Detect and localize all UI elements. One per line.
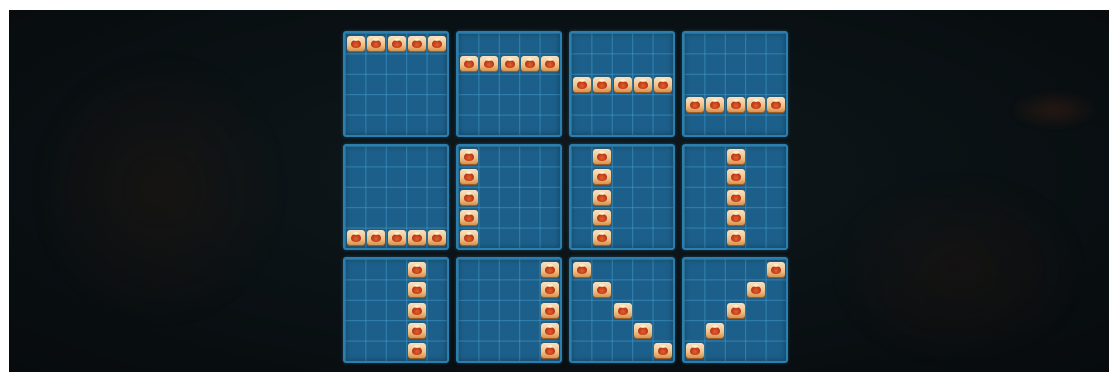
lotus-coin-icon <box>767 97 785 113</box>
payline-panel-10 <box>456 257 562 363</box>
lotus-coin-icon <box>408 343 426 359</box>
lotus-coin-icon <box>388 230 406 246</box>
lotus-coin-icon <box>686 97 704 113</box>
payline-panel-1 <box>343 31 449 137</box>
lotus-coin-icon <box>480 56 498 72</box>
lotus-coin-icon <box>727 210 745 226</box>
lotus-coin-icon <box>634 323 652 339</box>
lotus-coin-icon <box>460 149 478 165</box>
lotus-coin-icon <box>408 230 426 246</box>
lotus-coin-icon <box>428 230 446 246</box>
lotus-coin-icon <box>727 97 745 113</box>
lotus-coin-icon <box>614 77 632 93</box>
lotus-coin-icon <box>654 77 672 93</box>
background-decoration-right <box>829 170 1089 370</box>
lotus-coin-icon <box>367 230 385 246</box>
lotus-coin-icon <box>367 36 385 52</box>
lotus-coin-icon <box>541 323 559 339</box>
lotus-coin-icon <box>460 190 478 206</box>
payline-panel-11 <box>569 257 675 363</box>
game-background <box>9 10 1109 372</box>
lotus-coin-icon <box>727 190 745 206</box>
lotus-coin-icon <box>727 169 745 185</box>
payline-panel-12 <box>682 257 788 363</box>
lotus-coin-icon <box>614 303 632 319</box>
lotus-coin-icon <box>593 169 611 185</box>
lotus-coin-icon <box>460 210 478 226</box>
lotus-coin-icon <box>347 36 365 52</box>
payline-grid <box>343 31 791 367</box>
payline-panel-4 <box>682 31 788 137</box>
payline-panel-7 <box>569 144 675 250</box>
payline-panel-2 <box>456 31 562 137</box>
lotus-coin-icon <box>727 230 745 246</box>
background-decoration-top-right <box>1009 90 1099 130</box>
lotus-coin-icon <box>706 323 724 339</box>
lotus-coin-icon <box>573 262 591 278</box>
lotus-coin-icon <box>521 56 539 72</box>
lotus-coin-icon <box>460 230 478 246</box>
lotus-coin-icon <box>593 282 611 298</box>
lotus-coin-icon <box>388 36 406 52</box>
lotus-coin-icon <box>747 97 765 113</box>
lotus-coin-icon <box>541 303 559 319</box>
lotus-coin-icon <box>460 56 478 72</box>
lotus-coin-icon <box>593 210 611 226</box>
lotus-coin-icon <box>727 149 745 165</box>
lotus-coin-icon <box>408 282 426 298</box>
payline-panel-6 <box>456 144 562 250</box>
lotus-coin-icon <box>727 303 745 319</box>
lotus-coin-icon <box>408 303 426 319</box>
lotus-coin-icon <box>593 77 611 93</box>
lotus-coin-icon <box>428 36 446 52</box>
lotus-coin-icon <box>573 77 591 93</box>
lotus-coin-icon <box>408 323 426 339</box>
lotus-coin-icon <box>541 343 559 359</box>
lotus-coin-icon <box>541 56 559 72</box>
lotus-coin-icon <box>634 77 652 93</box>
lotus-coin-icon <box>460 169 478 185</box>
lotus-coin-icon <box>408 36 426 52</box>
payline-panel-9 <box>343 257 449 363</box>
lotus-coin-icon <box>541 282 559 298</box>
lotus-coin-icon <box>747 282 765 298</box>
lotus-coin-icon <box>767 262 785 278</box>
lotus-coin-icon <box>541 262 559 278</box>
payline-panel-3 <box>569 31 675 137</box>
background-decoration-left <box>29 50 289 330</box>
lotus-coin-icon <box>593 190 611 206</box>
lotus-coin-icon <box>686 343 704 359</box>
payline-panel-8 <box>682 144 788 250</box>
lotus-coin-icon <box>408 262 426 278</box>
payline-panel-5 <box>343 144 449 250</box>
lotus-coin-icon <box>706 97 724 113</box>
lotus-coin-icon <box>347 230 365 246</box>
lotus-coin-icon <box>593 149 611 165</box>
lotus-coin-icon <box>654 343 672 359</box>
lotus-coin-icon <box>593 230 611 246</box>
lotus-coin-icon <box>501 56 519 72</box>
